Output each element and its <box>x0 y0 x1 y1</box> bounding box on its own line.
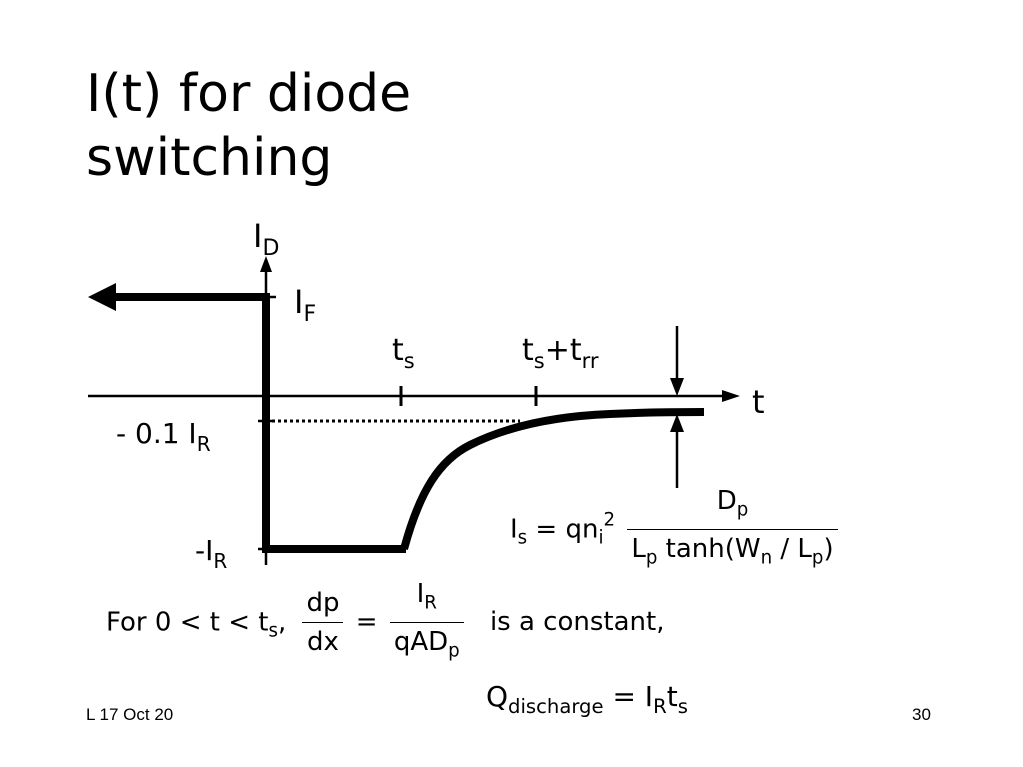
slide-number: 30 <box>912 705 931 724</box>
point1-ir-label: - 0.1 IR <box>116 417 211 456</box>
if-arrowhead <box>88 283 116 311</box>
x-axis-label: t <box>752 383 765 421</box>
y-axis-arrowhead <box>260 256 272 272</box>
if-label: IF <box>294 283 316 327</box>
recovery-curve <box>400 408 705 551</box>
q-discharge-equation: Qdischarge = IRts <box>486 680 688 718</box>
ir-over-qadp-fraction: IR qADp <box>389 575 464 671</box>
is-equation: Is = qni2 Dp Lp tanh(Wn / Lp) <box>510 482 838 578</box>
ir-label: -IR <box>195 534 227 573</box>
ts-label: ts <box>392 333 415 373</box>
pointer-up-arrowhead <box>670 414 684 432</box>
slide-title: I(t) for diode switching <box>86 62 411 190</box>
title-line-2: switching <box>86 128 333 188</box>
title-line-1: I(t) for diode <box>86 64 412 124</box>
dp-dx-fraction: dp dx <box>302 584 344 661</box>
gradient-equation: For 0 < t < ts, dp dx = IR qADp is a con… <box>106 575 664 671</box>
is-fraction: Dp Lp tanh(Wn / Lp) <box>627 482 838 578</box>
y-axis-label: ID <box>253 217 279 261</box>
pointer-down-arrowhead <box>670 378 684 396</box>
footer-date: L 17 Oct 20 <box>86 705 174 724</box>
x-axis-arrowhead <box>722 390 740 402</box>
tstrr-label: ts+trr <box>522 333 599 373</box>
